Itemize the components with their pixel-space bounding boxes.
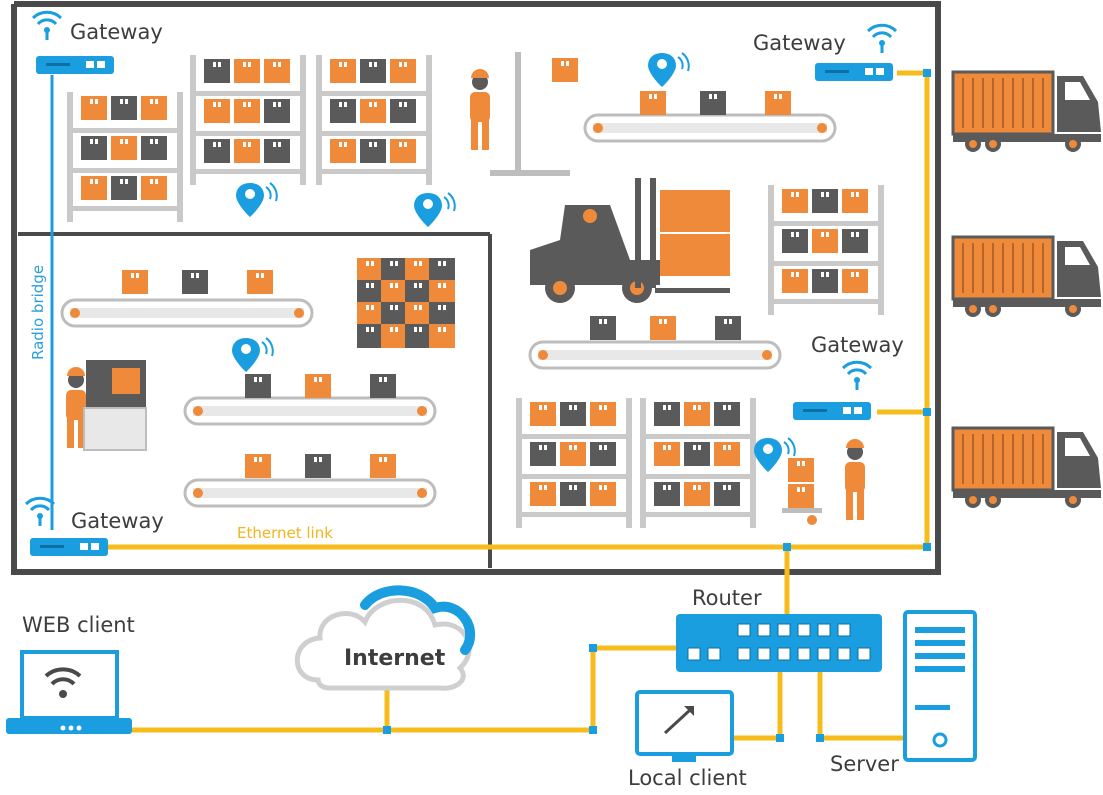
pallet-jack-worker — [470, 52, 578, 176]
network-nodes — [383, 69, 931, 742]
truck-2 — [951, 235, 1103, 319]
server-icon — [903, 610, 977, 762]
internet-cloud-icon — [294, 585, 476, 691]
rack-4 — [768, 185, 884, 315]
radio-bridge-label: Radio bridge — [29, 264, 47, 360]
router-label: Router — [692, 586, 762, 610]
conveyor-top-right — [583, 91, 837, 143]
rack-3 — [316, 55, 432, 185]
server-label: Server — [830, 752, 899, 776]
gateway-mid-right — [793, 360, 873, 420]
wifi-icon — [31, 10, 63, 42]
cart-worker — [782, 439, 865, 525]
rack-1 — [67, 92, 183, 222]
internet-label: Internet — [344, 646, 446, 671]
local-client-label: Local client — [628, 766, 747, 790]
truck-1 — [951, 70, 1103, 154]
web-client-laptop — [6, 650, 132, 734]
location-pin-icon — [647, 52, 690, 88]
location-pin-icon — [231, 337, 274, 373]
gateway-label: Gateway — [71, 509, 164, 533]
gateway-label: Gateway — [753, 31, 846, 55]
wifi-icon — [841, 360, 873, 392]
pallet-stack — [357, 258, 455, 348]
wifi-icon — [44, 667, 82, 698]
conveyor-left-2 — [183, 374, 437, 426]
inner-walls — [18, 232, 492, 568]
ethernet-link-label: Ethernet link — [237, 524, 333, 542]
building-walls — [11, 1, 941, 575]
web-client-label: WEB client — [22, 613, 135, 637]
router-icon — [676, 614, 882, 672]
rack-6 — [640, 398, 756, 528]
rack-2 — [190, 55, 306, 185]
gateway-label: Gateway — [70, 20, 163, 44]
conveyor-left-1 — [60, 270, 314, 328]
gateway-label: Gateway — [811, 333, 904, 357]
conveyor-left-3 — [183, 454, 437, 508]
wifi-icon — [24, 496, 56, 528]
wifi-icon — [866, 23, 898, 55]
local-client-monitor — [635, 690, 734, 762]
location-pin-icon — [413, 192, 456, 228]
control-panel — [66, 360, 147, 451]
forklift — [530, 178, 730, 303]
location-pin-icon — [235, 182, 278, 218]
truck-3 — [951, 426, 1103, 510]
rack-5 — [516, 398, 632, 528]
conveyor-middle-right — [528, 316, 782, 370]
